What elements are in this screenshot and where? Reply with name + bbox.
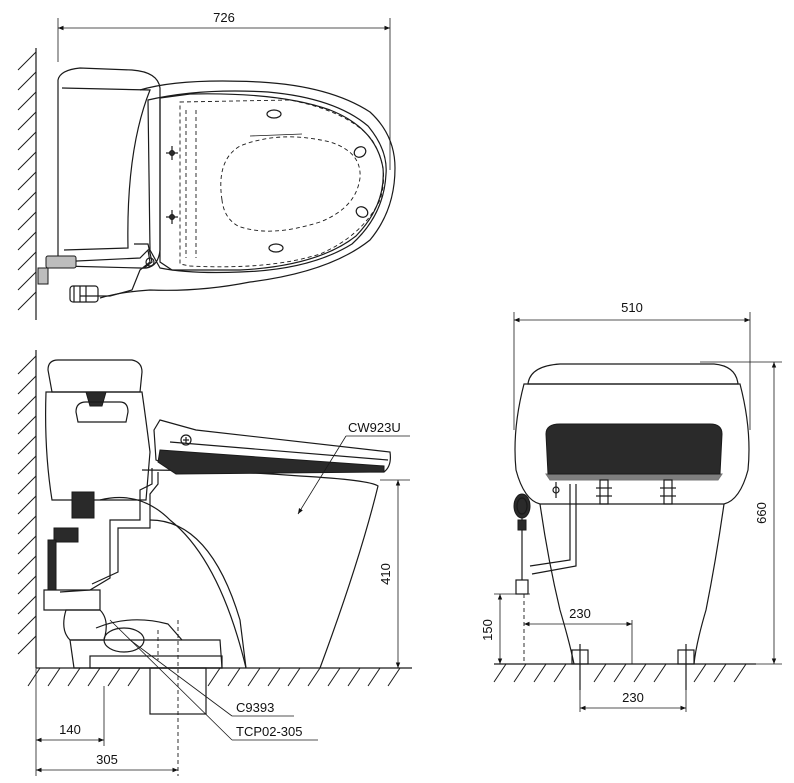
- valve-center: [596, 479, 612, 505]
- dim-rough-in: 305: [96, 752, 118, 767]
- dim-seat-height: 410: [378, 563, 393, 585]
- top-view: 726: [17, 10, 396, 320]
- dim-overall-height: 660: [754, 502, 769, 524]
- dim-supply-offset: 230: [569, 606, 591, 621]
- hinge-mark-lower: [166, 210, 178, 224]
- side-view: CW923U C9393 TCP02-305 410 140: [17, 350, 412, 776]
- dim-overall-width: 510: [621, 300, 643, 315]
- label-component-2: TCP02-305: [236, 724, 302, 739]
- label-component-1: C9393: [236, 700, 274, 715]
- bolt-right: [677, 644, 695, 712]
- bolt-left: [571, 644, 589, 712]
- floor-hatching-side: [27, 667, 401, 687]
- front-view: 510 660: [480, 300, 782, 712]
- floor-hatching-front: [493, 663, 747, 683]
- wall-hatching-side: [17, 355, 37, 655]
- label-seat-model: CW923U: [348, 420, 401, 435]
- hinge-mark-upper: [166, 146, 178, 160]
- dim-bolt-spacing: 230: [622, 690, 644, 705]
- dim-wall-to-supply: 140: [59, 722, 81, 737]
- dim-overall-length: 726: [213, 10, 235, 25]
- valve-left: [552, 482, 560, 498]
- valve-right: [660, 479, 676, 505]
- wall-hatching-top: [17, 51, 37, 311]
- dim-supply-height: 150: [480, 619, 495, 641]
